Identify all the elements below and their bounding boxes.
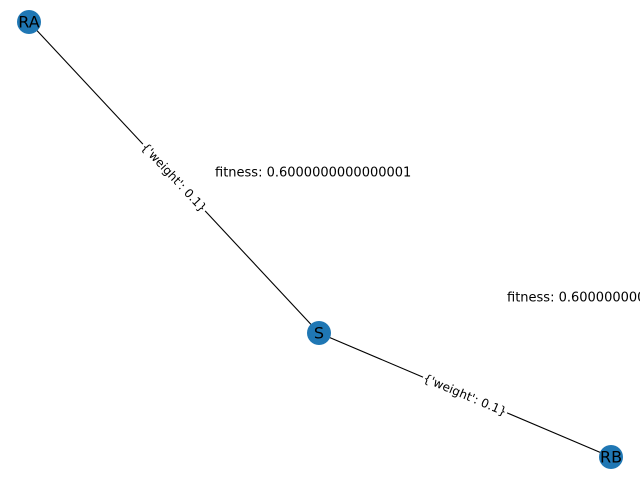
node-circle — [307, 321, 331, 345]
fitness-label: fitness: 0.6000000000000001 — [215, 166, 411, 181]
edges-layer — [28, 21, 612, 458]
node-label: RA — [18, 13, 39, 32]
fitness-label: fitness: 0.6000000000000001 — [507, 291, 640, 306]
edge-label-background — [137, 139, 211, 216]
annotations-layer: fitness: 0.6000000000000001 fitness: 0.60… — [215, 166, 640, 306]
node-label: S — [314, 324, 324, 343]
node-rb: RB — [599, 445, 623, 469]
edge-weight-label: {'weight': 0.1} — [138, 140, 209, 215]
node-label: RB — [600, 448, 622, 467]
node-circle — [599, 445, 623, 469]
node-ra: RA — [17, 10, 41, 34]
node-s: S — [307, 321, 331, 345]
edge-labels-layer: {'weight': 0.1} {'weight': 0.1} — [137, 139, 510, 420]
node-circle — [17, 10, 41, 34]
edge-label-group: {'weight': 0.1} — [420, 370, 510, 420]
edge-label-background — [420, 370, 510, 420]
nodes-layer: RA S RB — [17, 10, 623, 469]
edge-weight-label: {'weight': 0.1} — [421, 371, 509, 419]
edge-label-group: {'weight': 0.1} — [137, 139, 211, 216]
